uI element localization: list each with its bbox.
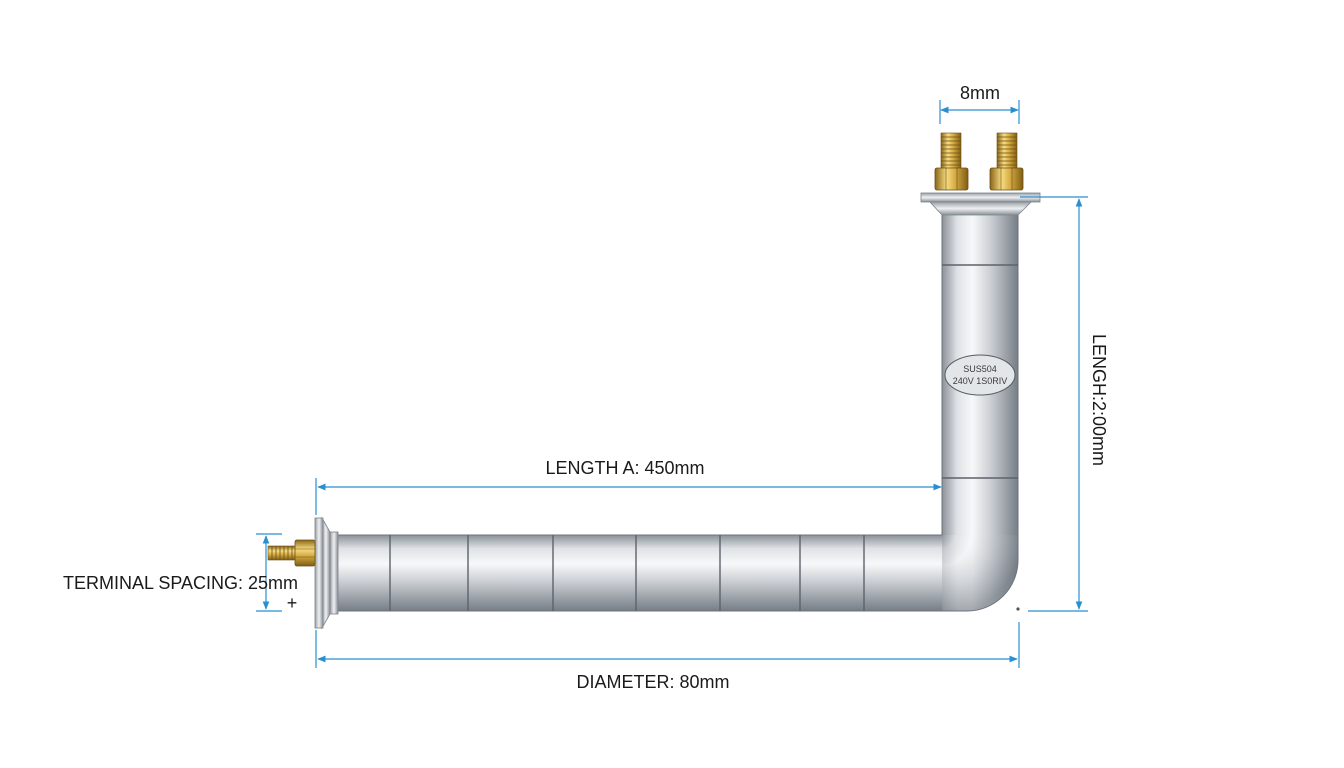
top-terminal-left [934,132,969,191]
dimension-lines [256,100,1088,668]
label-plate-line2: 240V 1S0RIV [953,376,1008,386]
tube-seams [389,264,1018,611]
label-plate-line1: SUS504 [963,364,997,374]
top-terminal-right [989,132,1024,191]
dim-label-diameter: DIAMETER: 80mm [576,672,729,692]
steel-tube [336,200,1020,612]
left-flange [314,516,339,630]
label-plate: SUS504 240V 1S0RIV [944,354,1016,396]
dim-label-vertical-length: LENGH:2:00mm [1089,334,1109,466]
horizontal-tube [336,535,942,611]
dim-label-top-spacing: 8mm [960,83,1000,103]
dim-label-terminal-spacing: TERMINAL SPACING: 25mm [63,573,298,593]
top-flange [920,192,1041,216]
left-terminal-nut [294,539,316,567]
dim-label-plus-sign: + [287,593,298,613]
left-terminal-stud [267,539,316,567]
dim-label-length-a: LENGTH A: 450mm [545,458,704,478]
